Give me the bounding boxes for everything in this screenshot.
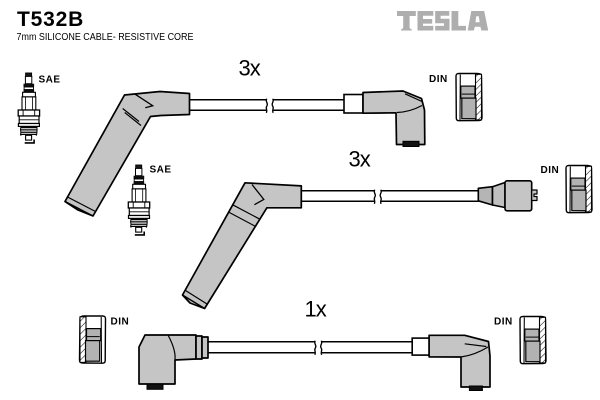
svg-text:DIN: DIN	[494, 317, 513, 328]
svg-text:3x: 3x	[349, 147, 371, 172]
svg-text:T532B: T532B	[17, 8, 84, 31]
svg-text:7mm SILICONE CABLE- RESISTIVE: 7mm SILICONE CABLE- RESISTIVE CORE	[17, 31, 194, 43]
svg-text:DIN: DIN	[541, 165, 560, 176]
svg-text:SAE: SAE	[150, 165, 172, 176]
svg-text:DIN: DIN	[429, 74, 448, 85]
svg-text:1x: 1x	[305, 297, 327, 322]
svg-text:3x: 3x	[239, 56, 261, 81]
svg-text:DIN: DIN	[111, 317, 130, 328]
svg-text:SAE: SAE	[39, 75, 61, 86]
